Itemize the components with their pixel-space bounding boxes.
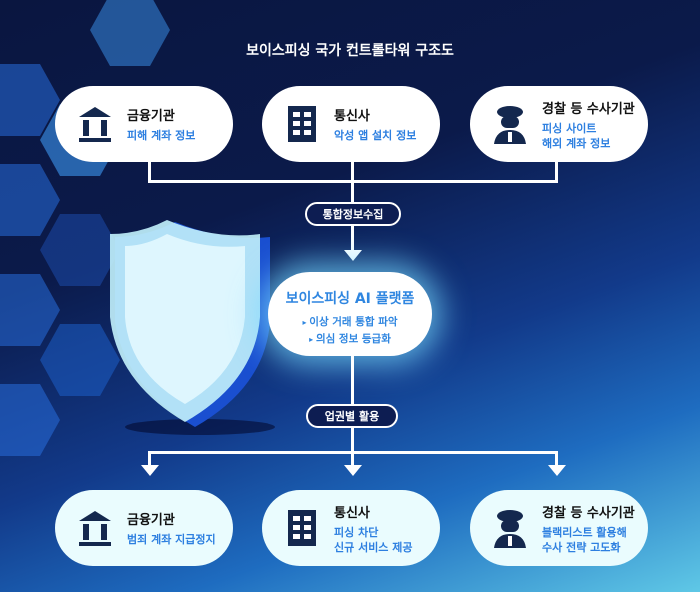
platform-item: 이상 거래 통합 파악 <box>268 314 432 331</box>
hex-decoration <box>0 384 60 456</box>
platform-title: 보이스피싱 AI 플랫폼 <box>285 291 415 307</box>
connector <box>555 160 558 182</box>
platform-item: 의심 정보 등급화 <box>268 331 432 348</box>
use-label: 업권별 활용 <box>306 404 398 428</box>
connector <box>148 451 558 454</box>
card-title: 통신사 <box>334 505 370 521</box>
page-title: 보이스피싱 국가 컨트롤타워 구조도 <box>246 43 454 59</box>
ai-platform-box: 보이스피싱 AI 플랫폼 이상 거래 통합 파악의심 정보 등급화 <box>268 272 432 356</box>
bank-icon <box>79 511 111 546</box>
card-text: 피해 계좌 정보 <box>127 129 196 142</box>
card-text: 신규 서비스 제공 <box>334 540 413 554</box>
connector <box>148 180 558 183</box>
arrow-down-icon <box>344 465 362 476</box>
shield-icon <box>110 220 275 435</box>
collect-label: 통합정보수집 <box>305 202 401 226</box>
card-text: 피싱 사이트 <box>542 121 597 135</box>
card-title: 경찰 등 수사기관 <box>542 101 635 117</box>
card-text: 해외 계좌 정보 <box>542 136 611 150</box>
card-title: 금융기관 <box>127 513 175 528</box>
police-icon <box>494 510 526 548</box>
arrow-down-icon <box>548 465 566 476</box>
police-icon <box>494 106 526 144</box>
connector <box>148 451 151 467</box>
hex-decoration <box>0 274 60 346</box>
connector <box>148 160 151 182</box>
card-text: 피싱 차단 <box>334 525 379 539</box>
card-title: 금융기관 <box>127 109 175 124</box>
building-icon <box>288 510 316 546</box>
card-text: 블랙리스트 활용해 <box>542 525 627 539</box>
card-text: 범죄 계좌 지급정지 <box>127 533 216 546</box>
connector <box>555 451 558 467</box>
building-icon <box>288 106 316 142</box>
card-title: 통신사 <box>334 109 370 124</box>
bank-icon <box>79 107 111 142</box>
card-text: 수사 전략 고도화 <box>542 540 621 554</box>
arrow-down-icon <box>141 465 159 476</box>
card-text: 악성 앱 설치 정보 <box>334 129 417 142</box>
card-title: 경찰 등 수사기관 <box>542 505 635 521</box>
arrow-down-icon <box>344 250 362 261</box>
hex-decoration <box>0 164 60 236</box>
